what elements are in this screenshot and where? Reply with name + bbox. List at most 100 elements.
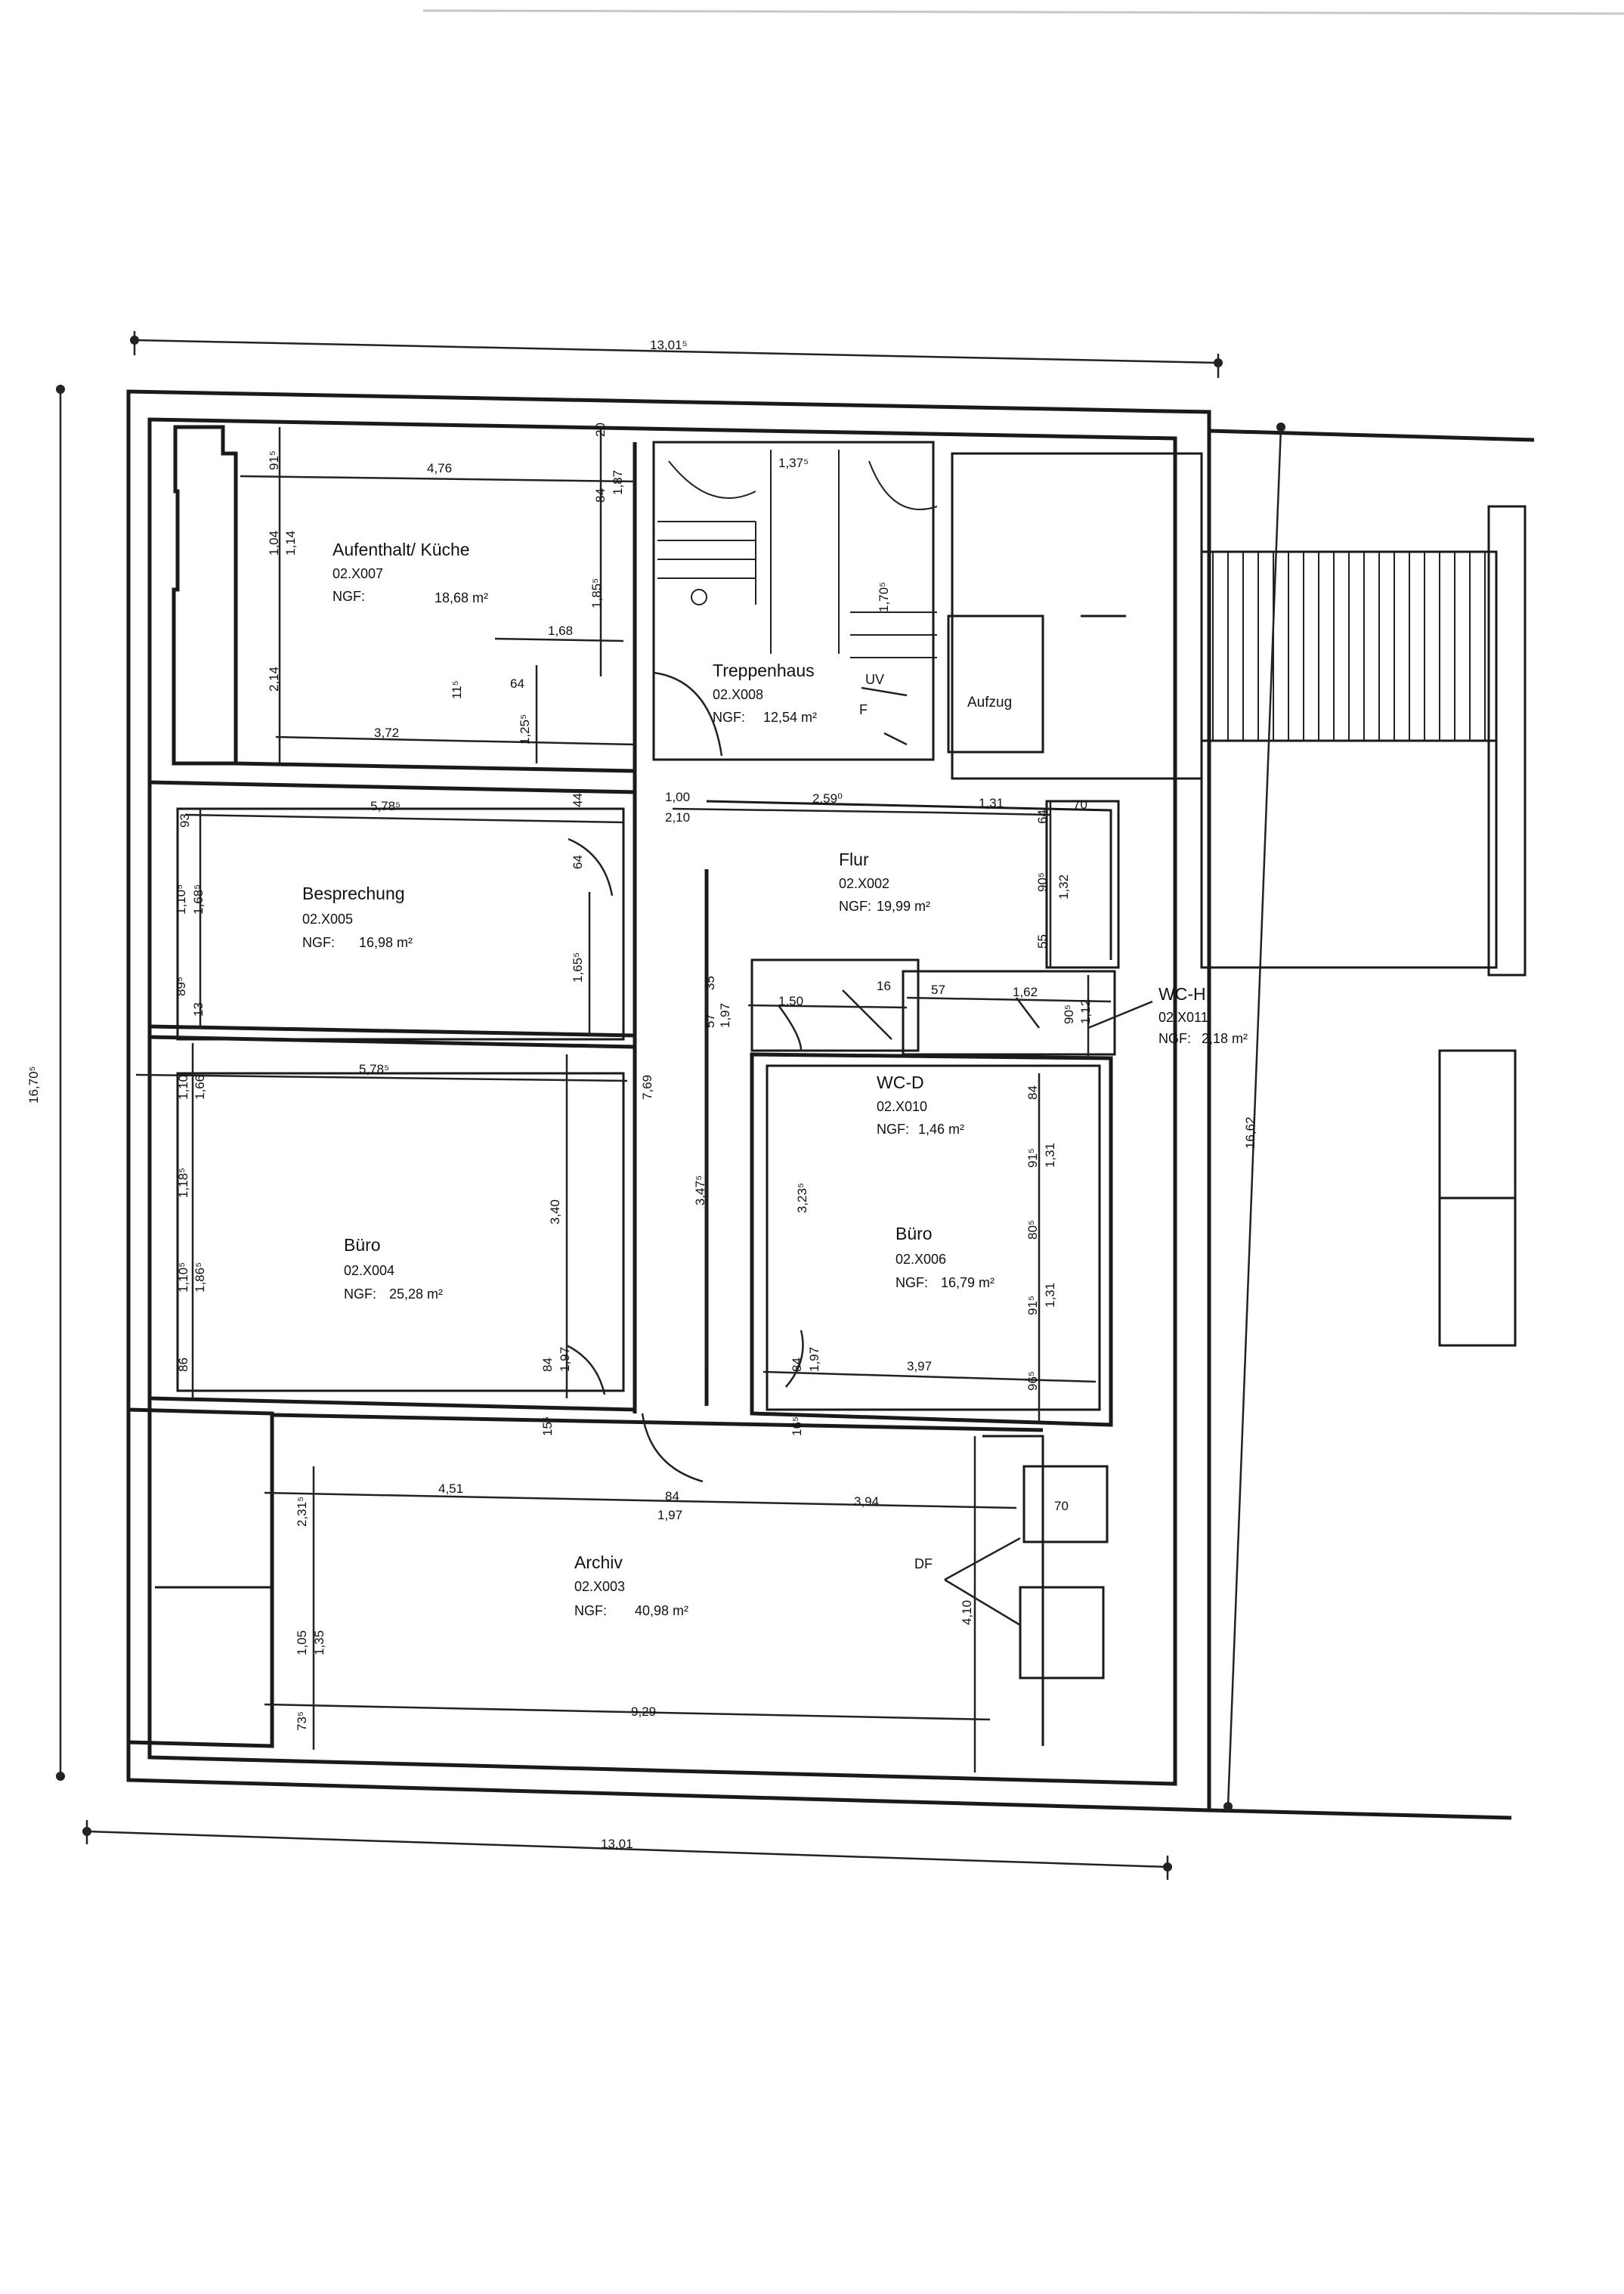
room-id: 02.X004: [344, 1263, 394, 1278]
dim-label: 1,66: [193, 1075, 207, 1100]
dim-label: 91⁵: [1025, 1296, 1040, 1315]
dim-label: 70: [1073, 797, 1087, 812]
room-kueche: Aufenthalt/ Küche 02.X007 NGF: 18,68 m²: [333, 540, 488, 605]
dim-label: 1,14: [283, 531, 298, 556]
room-name: Büro: [344, 1235, 381, 1255]
dim-label: 1,97: [718, 1003, 732, 1028]
dim-label: 89⁵: [174, 977, 188, 996]
exterior-stair-treads: [1212, 552, 1486, 741]
dim-label: 1,50: [778, 994, 803, 1008]
dim-label: 44: [571, 793, 585, 807]
dim-label: 1,97: [657, 1508, 682, 1522]
room-id: 02.X005: [302, 912, 353, 927]
room-name: Flur: [839, 850, 869, 869]
dim-label: 91⁵: [267, 450, 281, 470]
symbols: UV F DF: [859, 672, 933, 1571]
dim-label: 2,59⁰: [812, 791, 843, 806]
dim-label: 2,10: [665, 810, 690, 825]
dim-label: 2,31⁵: [295, 1497, 309, 1527]
dim-label: 16: [877, 979, 891, 993]
area-label: NGF:: [302, 935, 335, 950]
dim-label: 1,85⁵: [589, 578, 604, 608]
room-buero-x006: Büro 02.X006 NGF: 16,79 m²: [896, 1224, 995, 1290]
room-area: 12,54 m²: [763, 710, 817, 725]
dim-label: 55: [1035, 934, 1050, 949]
dim-label: 1,10⁵: [174, 884, 188, 915]
door-swings: [566, 671, 1040, 1483]
room-id: 02.X008: [713, 687, 763, 702]
dim-label: 2,14: [267, 667, 281, 692]
uv-label: UV: [865, 672, 884, 687]
vertical-dimension-labels: 91⁵ 1,04 1,14 2,14 20 84 1,87 1,85⁵ 11⁵ …: [174, 423, 1093, 1731]
dim-label: 84: [593, 488, 608, 503]
dim-label: 1,35: [312, 1630, 326, 1655]
dim-label: 96⁵: [1025, 1371, 1040, 1391]
dim-label: 5,78⁵: [370, 799, 401, 813]
dim-label: 13: [191, 1002, 206, 1017]
dim-label: 1,12: [1078, 999, 1093, 1024]
dim-label: 5,78⁵: [359, 1062, 389, 1076]
bottom-width-label: 13,01: [601, 1837, 633, 1851]
dim-label: 64: [1035, 810, 1050, 824]
top-width-label: 13,01⁵: [650, 338, 688, 352]
dim-label: 1,31: [979, 796, 1004, 810]
room-name: Besprechung: [302, 884, 405, 903]
dim-label: 1,10⁵: [176, 1262, 190, 1293]
dim-label: 1,31: [1043, 1283, 1057, 1308]
room-id: 02.X006: [896, 1252, 946, 1267]
dim-label: 1,62: [1013, 985, 1038, 999]
area-label: NGF:: [896, 1275, 928, 1290]
dim-label: 11⁵: [450, 680, 464, 699]
dim-label: 70: [1054, 1499, 1069, 1513]
dim-label: 15⁵: [540, 1416, 555, 1436]
exterior-stair: [1200, 505, 1527, 1347]
dim-label: 1,31: [1043, 1143, 1057, 1168]
overall-dimensions: [56, 331, 1285, 1880]
room-id: 02.X007: [333, 566, 383, 581]
room-dimensions: [135, 427, 1153, 1772]
area-label: NGF:: [333, 589, 365, 604]
dim-label: 1,97: [558, 1347, 572, 1372]
room-aufzug: Aufzug: [967, 695, 1012, 710]
dim-label: 57: [703, 1014, 717, 1028]
dim-label: 3,40: [548, 1200, 562, 1224]
dim-label: 57: [931, 983, 945, 997]
dim-label: 3,23⁵: [795, 1183, 809, 1213]
room-area: 1,46 m²: [918, 1122, 964, 1137]
interior-walls: [128, 425, 1203, 1748]
room-id: 02.X003: [574, 1579, 625, 1594]
room-name: Aufzug: [967, 695, 1012, 710]
dimension-labels: 4,76 3,72 1,68 64 1,37⁵ 5,78⁵ 5,78⁵ 1,00…: [359, 456, 1087, 1719]
dim-label: 64: [510, 676, 524, 691]
dim-label: 90⁵: [1062, 1005, 1076, 1024]
dim-label: 3,97: [907, 1359, 932, 1373]
dim-label: 1,05: [295, 1630, 309, 1655]
room-id: 02.X010: [877, 1099, 927, 1114]
dim-label: 84: [790, 1358, 804, 1372]
room-area: 40,98 m²: [635, 1603, 688, 1618]
room-name: Treppenhaus: [713, 661, 815, 680]
dim-label: 35: [703, 976, 717, 990]
dim-label: 91⁵: [1025, 1148, 1040, 1168]
area-label: NGF:: [839, 899, 871, 914]
df-label: DF: [914, 1556, 933, 1571]
room-treppenhaus: Treppenhaus 02.X008 NGF: 12,54 m²: [713, 661, 817, 725]
area-label: NGF:: [1158, 1031, 1191, 1046]
dim-label: 86: [176, 1358, 190, 1372]
dim-label: 4,10: [960, 1600, 974, 1625]
dim-label: 3,47⁵: [693, 1175, 707, 1206]
room-flur: Flur 02.X002 NGF: 19,99 m²: [839, 850, 930, 914]
room-name: WC-D: [877, 1073, 924, 1092]
room-id: 02.X002: [839, 876, 889, 891]
dim-label: 1,10: [176, 1075, 190, 1100]
dim-label: 4,76: [427, 461, 452, 475]
room-id: 02.X011: [1158, 1010, 1208, 1025]
dim-label: 3,94: [854, 1494, 879, 1509]
dim-label: 84: [540, 1358, 555, 1372]
dim-label: 84: [1025, 1085, 1040, 1100]
dim-label: 90⁵: [1035, 872, 1050, 892]
dim-label: 1,00: [665, 790, 690, 804]
right-height-label: 16,62: [1243, 1116, 1257, 1149]
room-name: Archiv: [574, 1553, 623, 1572]
